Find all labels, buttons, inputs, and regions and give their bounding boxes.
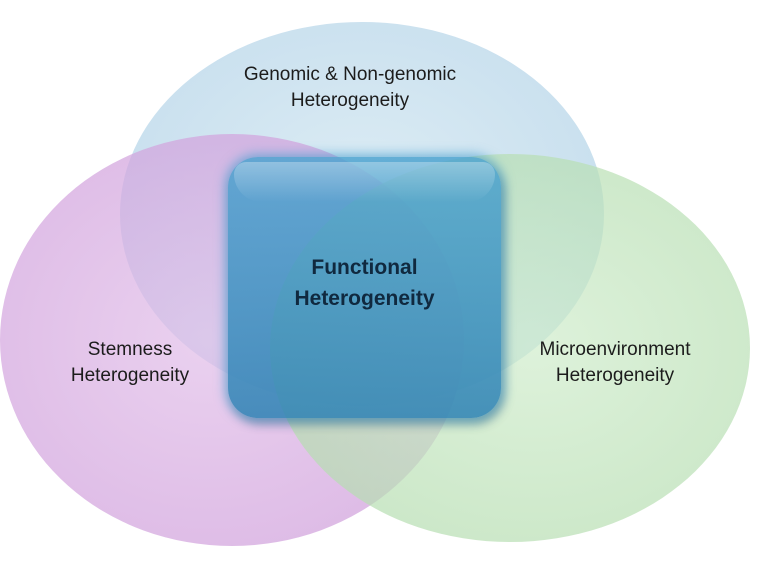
label-genomic-heterogeneity: Genomic & Non-genomic Heterogeneity xyxy=(200,62,500,114)
label-stemness-heterogeneity: Stemness Heterogeneity xyxy=(40,337,220,389)
label-functional-heterogeneity: Functional Heterogeneity xyxy=(228,252,501,314)
label-stemness-line1: Stemness xyxy=(87,339,173,360)
label-genomic-line2: Heterogeneity xyxy=(290,90,410,111)
label-micro-line2: Heterogeneity xyxy=(555,365,675,386)
label-micro-line1: Microenvironment xyxy=(539,339,691,360)
label-microenvironment-heterogeneity: Microenvironment Heterogeneity xyxy=(500,337,730,389)
label-functional-line1: Functional xyxy=(311,256,418,279)
label-genomic-line1: Genomic & Non-genomic xyxy=(243,64,457,85)
center-box-functional xyxy=(228,157,501,418)
label-stemness-line2: Heterogeneity xyxy=(70,365,190,386)
label-functional-line2: Heterogeneity xyxy=(294,287,435,310)
